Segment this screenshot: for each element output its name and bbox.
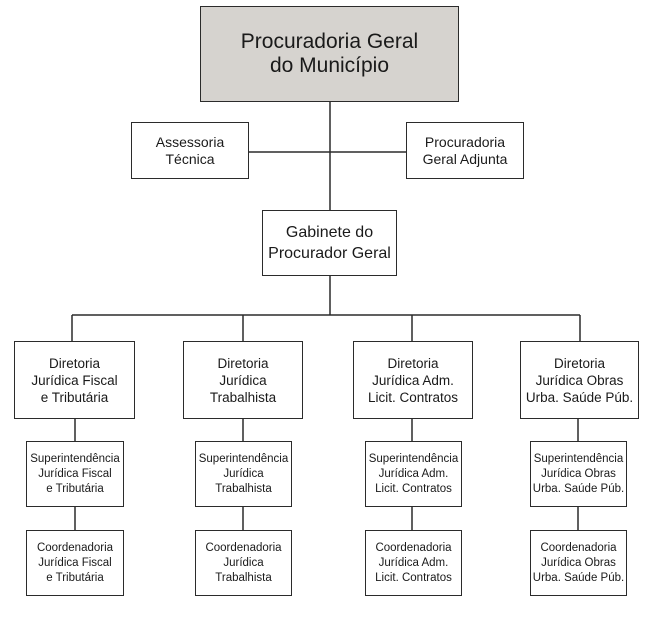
assessoria-tecnica-box: Assessoria Técnica (131, 122, 249, 179)
diretoria-fiscal-box: Diretoria Jurídica Fiscal e Tributária (14, 341, 135, 419)
coordenadoria-obras-label: Coordenadoria Jurídica Obras Urba. Saúde… (532, 541, 625, 584)
coordenadoria-administrativa-label: Coordenadoria Jurídica Adm. Licit. Contr… (375, 541, 452, 584)
superintendencia-obras-label: Superintendência Jurídica Obras Urba. Sa… (532, 452, 625, 495)
superintendencia-administrativa-label: Superintendência Jurídica Adm. Licit. Co… (368, 452, 459, 495)
coordenadoria-trabalhista-box: Coordenadoria Jurídica Trabalhista (195, 530, 292, 596)
coordenadoria-trabalhista-label: Coordenadoria Jurídica Trabalhista (205, 541, 282, 584)
diretoria-trabalhista-label: Diretoria Jurídica Trabalhista (209, 355, 277, 405)
diretoria-administrativa-box: Diretoria Jurídica Adm. Licit. Contratos (353, 341, 473, 419)
procuradoria-geral-box: Procuradoria Geral do Município (200, 6, 459, 102)
superintendencia-fiscal-box: Superintendência Jurídica Fiscal e Tribu… (26, 441, 124, 507)
diretoria-fiscal-label: Diretoria Jurídica Fiscal e Tributária (31, 355, 118, 405)
coordenadoria-fiscal-label: Coordenadoria Jurídica Fiscal e Tributár… (36, 541, 114, 584)
superintendencia-fiscal-label: Superintendência Jurídica Fiscal e Tribu… (30, 452, 120, 495)
diretoria-obras-box: Diretoria Jurídica Obras Urba. Saúde Púb… (520, 341, 639, 419)
diretoria-administrativa-label: Diretoria Jurídica Adm. Licit. Contratos (367, 355, 459, 405)
gabinete-box: Gabinete do Procurador Geral (262, 210, 397, 276)
superintendencia-obras-box: Superintendência Jurídica Obras Urba. Sa… (530, 441, 627, 507)
superintendencia-trabalhista-label: Superintendência Jurídica Trabalhista (198, 452, 289, 495)
coordenadoria-fiscal-box: Coordenadoria Jurídica Fiscal e Tributár… (26, 530, 124, 596)
coordenadoria-obras-box: Coordenadoria Jurídica Obras Urba. Saúde… (530, 530, 627, 596)
assessoria-tecnica-label: Assessoria Técnica (155, 133, 225, 167)
procuradoria-adjunta-label: Procuradoria Geral Adjunta (422, 133, 508, 167)
superintendencia-trabalhista-box: Superintendência Jurídica Trabalhista (195, 441, 292, 507)
superintendencia-administrativa-box: Superintendência Jurídica Adm. Licit. Co… (365, 441, 462, 507)
diretoria-trabalhista-box: Diretoria Jurídica Trabalhista (183, 341, 303, 419)
coordenadoria-administrativa-box: Coordenadoria Jurídica Adm. Licit. Contr… (365, 530, 462, 596)
diretoria-obras-label: Diretoria Jurídica Obras Urba. Saúde Púb… (525, 355, 634, 405)
gabinete-label: Gabinete do Procurador Geral (268, 224, 391, 262)
procuradoria-geral-label: Procuradoria Geral do Município (240, 30, 419, 77)
procuradoria-adjunta-box: Procuradoria Geral Adjunta (406, 122, 524, 179)
